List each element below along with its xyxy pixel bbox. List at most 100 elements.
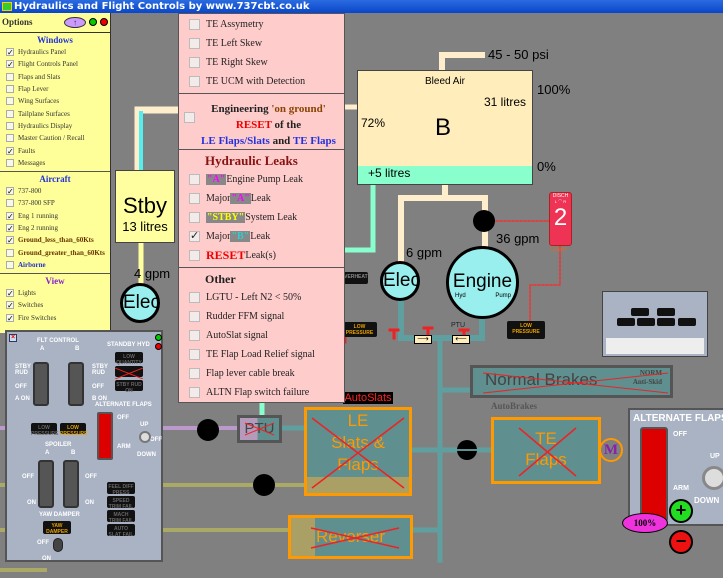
option-flap-lever[interactable]: Flap Lever xyxy=(0,83,110,95)
checkbox-checked[interactable]: ✓ xyxy=(6,313,14,323)
checkbox[interactable] xyxy=(189,174,200,185)
checkbox[interactable] xyxy=(6,72,14,81)
checkbox[interactable] xyxy=(6,121,14,130)
checkbox-checked[interactable]: ✓ xyxy=(6,236,14,246)
option-master-caution-recall[interactable]: Master Caution / Recall xyxy=(0,132,110,144)
stby-elec-pump[interactable]: Elec xyxy=(120,283,160,323)
checkbox[interactable] xyxy=(6,158,14,167)
panel-zoom-out-icon[interactable] xyxy=(155,343,162,350)
fault-te-flap-load-relief-signal[interactable]: TE Flap Load Relief signal xyxy=(179,345,344,364)
disch-label: DISCH xyxy=(552,193,569,199)
engineering-reset[interactable]: Engineering 'on ground' RESET of the LE … xyxy=(179,94,344,150)
checkbox[interactable] xyxy=(189,387,200,398)
panel-alt-flaps-arm[interactable] xyxy=(97,412,113,460)
option-ground-less-than-60kts[interactable]: ✓Ground_less_than_60Kts xyxy=(0,234,110,246)
checkbox-checked[interactable]: ✓ xyxy=(6,301,14,311)
mini-hydraulic-panel[interactable] xyxy=(602,291,708,357)
zoom-out-button[interactable]: − xyxy=(669,530,693,554)
flt-control-b-switch[interactable] xyxy=(68,362,84,406)
option-switches[interactable]: ✓Switches xyxy=(0,299,110,311)
checkbox[interactable] xyxy=(189,349,200,360)
option-wing-surfaces[interactable]: Wing Surfaces xyxy=(0,95,110,107)
checkbox-checked[interactable]: ✓ xyxy=(6,48,14,58)
checkbox[interactable] xyxy=(189,193,200,204)
scroll-up-button[interactable]: ↑ xyxy=(64,17,86,28)
panel-zoom-in-icon[interactable] xyxy=(155,334,162,341)
engine-fire-switch[interactable]: DISCH L ⌒ R 2 xyxy=(549,192,572,246)
checkbox[interactable] xyxy=(189,330,200,341)
a-engine-pump-leak[interactable]: "A" Engine Pump Leak xyxy=(179,170,344,189)
checkbox[interactable] xyxy=(189,292,200,303)
fault-label: LGTU - Left N2 < 50% xyxy=(206,292,302,303)
alt-down-label: DOWN xyxy=(694,496,720,505)
checkbox[interactable] xyxy=(189,76,200,87)
option-messages[interactable]: Messages xyxy=(0,157,110,169)
reset-leaks[interactable]: RESET Leak(s) xyxy=(179,246,344,265)
option-737-800-sfp[interactable]: 737-800 SFP xyxy=(0,197,110,209)
checkbox-checked[interactable]: ✓ xyxy=(6,289,14,299)
alt-flaps-switch[interactable] xyxy=(702,466,723,490)
option-eng-2-running[interactable]: ✓Eng 2 running xyxy=(0,222,110,234)
zoom-in-button[interactable]: + xyxy=(669,499,693,523)
fault-autoslat-signal[interactable]: AutoSlat signal xyxy=(179,326,344,345)
checkbox-checked[interactable]: ✓ xyxy=(6,146,14,156)
option-hydraulics-panel[interactable]: ✓Hydraulics Panel xyxy=(0,46,110,58)
spoiler-a-switch[interactable] xyxy=(38,460,54,508)
bleed-pressure: 45 - 50 psi xyxy=(488,47,549,62)
checkbox[interactable] xyxy=(6,134,14,143)
option-fire-switches[interactable]: ✓Fire Switches xyxy=(0,312,110,324)
option-tailplane-surfaces[interactable]: Tailplane Surfaces xyxy=(0,107,110,119)
fault-flap-lever-cable-break[interactable]: Flap lever cable break xyxy=(179,364,344,383)
checkbox[interactable] xyxy=(189,57,200,68)
engine-pump-b[interactable]: Engine Hyd Pump xyxy=(446,246,519,319)
flt-control-a-switch[interactable] xyxy=(33,362,49,406)
engineering-reset-checkbox[interactable] xyxy=(184,112,195,123)
zoom-out-icon[interactable] xyxy=(100,18,108,26)
checkbox[interactable] xyxy=(6,248,14,257)
panel-alt-flaps-switch[interactable] xyxy=(139,431,151,443)
checkbox[interactable] xyxy=(189,212,200,223)
checkbox-checked[interactable]: ✓ xyxy=(6,224,14,233)
checkbox[interactable] xyxy=(6,109,14,118)
fault-rudder-ffm-signal[interactable]: Rudder FFM signal xyxy=(179,307,344,326)
checkbox-checked[interactable]: ✓ xyxy=(6,211,14,221)
fault-te-left-skew[interactable]: TE Left Skew xyxy=(179,34,344,53)
major-b-leak[interactable]: ✓Major "B" Leak xyxy=(179,227,344,246)
spoiler-off-a: OFF xyxy=(22,474,34,480)
checkbox[interactable] xyxy=(6,97,14,106)
option-flight-controls-panel[interactable]: ✓Flight Controls Panel xyxy=(0,58,110,70)
fault-te-right-skew[interactable]: TE Right Skew xyxy=(179,53,344,72)
zoom-in-icon[interactable] xyxy=(89,18,97,26)
elec-pump-b[interactable]: Elec xyxy=(380,261,420,301)
checkbox-checked[interactable]: ✓ xyxy=(6,187,14,197)
fault-altn-flap-switch-failure[interactable]: ALTN Flap switch failure xyxy=(179,383,344,402)
checkbox[interactable] xyxy=(189,311,200,322)
yaw-damper-switch[interactable] xyxy=(53,538,63,552)
checkbox[interactable] xyxy=(6,85,14,94)
alt-flaps-arm-switch[interactable] xyxy=(640,427,668,522)
checkbox[interactable] xyxy=(6,260,14,269)
option-737-800[interactable]: ✓737-800 xyxy=(0,185,110,197)
option-hydraulics-display[interactable]: Hydraulics Display xyxy=(0,120,110,132)
option-flaps-and-slats[interactable]: Flaps and Slats xyxy=(0,71,110,83)
valve xyxy=(457,440,477,460)
checkbox[interactable] xyxy=(189,19,200,30)
option-eng-1-running[interactable]: ✓Eng 1 running xyxy=(0,210,110,222)
spoiler-b-switch[interactable] xyxy=(63,460,79,508)
fault-lgtu-left-n2-50-[interactable]: LGTU - Left N2 < 50% xyxy=(179,288,344,307)
checkbox[interactable] xyxy=(189,368,200,379)
checkbox[interactable] xyxy=(189,38,200,49)
checkbox-checked[interactable]: ✓ xyxy=(6,60,14,70)
fault-te-ucm-with-detection[interactable]: TE UCM with Detection xyxy=(179,72,344,91)
option-airborne[interactable]: Airborne xyxy=(0,259,110,271)
close-panel-icon[interactable]: × xyxy=(9,334,17,342)
checkbox[interactable] xyxy=(189,250,200,261)
checkbox[interactable] xyxy=(6,199,14,208)
option-lights[interactable]: ✓Lights xyxy=(0,287,110,299)
stby-system-leak[interactable]: "STBY" System Leak xyxy=(179,208,344,227)
major-a-leak[interactable]: Major "A" Leak xyxy=(179,189,344,208)
checkbox-checked[interactable]: ✓ xyxy=(189,230,200,242)
option-faults[interactable]: ✓Faults xyxy=(0,144,110,156)
option-ground-greater-than-60kts[interactable]: Ground_greater_than_60Kts xyxy=(0,246,110,258)
fault-te-assymetry[interactable]: TE Assymetry xyxy=(179,15,344,34)
